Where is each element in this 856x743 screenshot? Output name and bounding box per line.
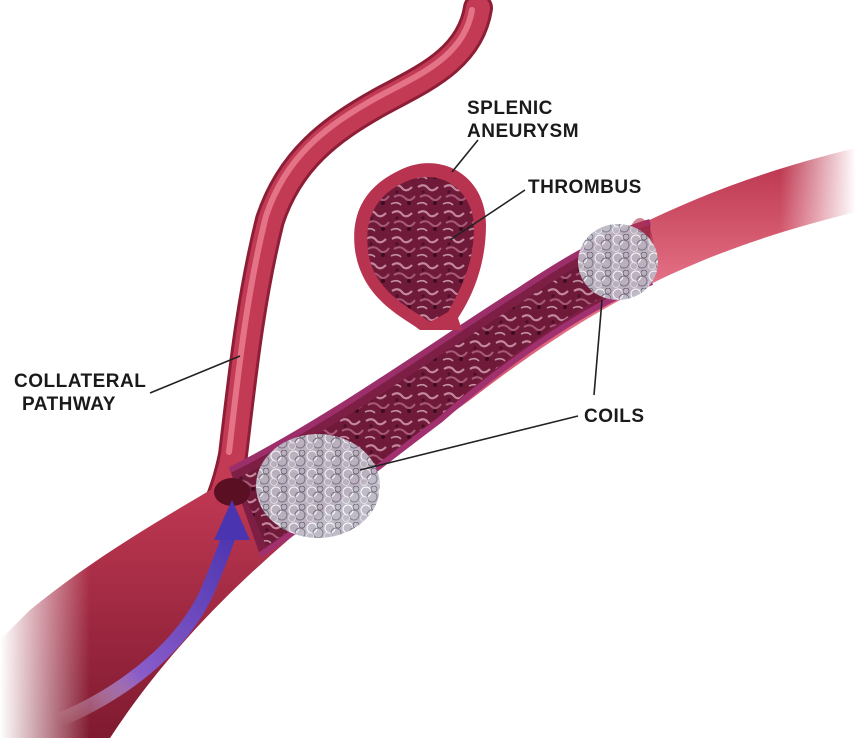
aneurysm-sac	[354, 163, 486, 330]
leader-coils-right	[594, 300, 602, 395]
label-splenic-aneurysm-line2: ANEURYSM	[467, 120, 579, 143]
label-collateral-line2: PATHWAY	[22, 393, 146, 416]
label-thrombus: THROMBUS	[528, 176, 642, 199]
label-coils: COILS	[584, 405, 645, 428]
leader-aneurysm	[452, 140, 478, 172]
label-thrombus-text: THROMBUS	[528, 176, 642, 199]
label-coils-text: COILS	[584, 405, 645, 428]
label-splenic-aneurysm: SPLENIC ANEURYSM	[467, 97, 579, 143]
label-collateral-line1: COLLATERAL	[14, 370, 146, 393]
label-splenic-aneurysm-line1: SPLENIC	[467, 97, 579, 120]
label-collateral-pathway: COLLATERAL PATHWAY	[14, 370, 146, 416]
